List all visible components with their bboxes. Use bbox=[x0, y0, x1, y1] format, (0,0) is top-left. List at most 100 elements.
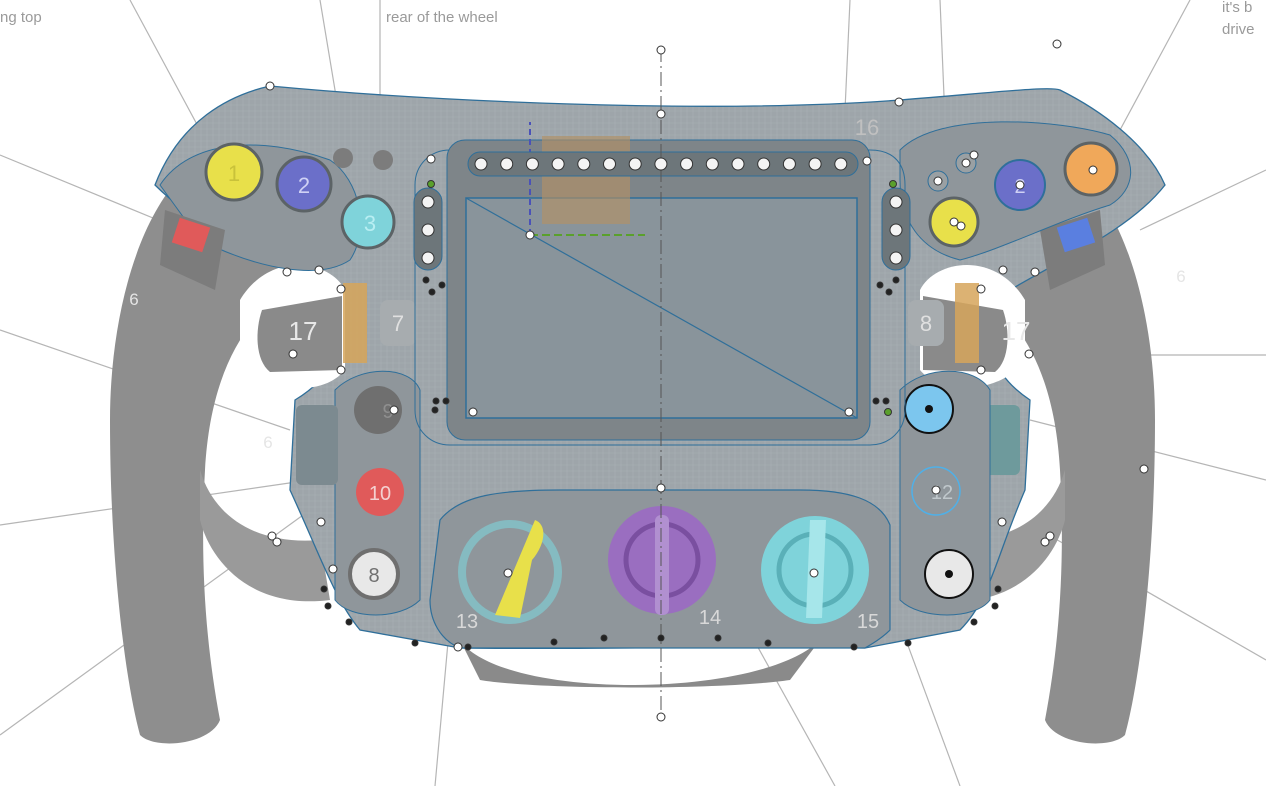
sketch-point[interactable] bbox=[267, 531, 277, 541]
constraint-point[interactable] bbox=[889, 180, 897, 188]
sketch-point[interactable] bbox=[389, 405, 399, 415]
left-led[interactable] bbox=[421, 223, 435, 237]
sketch-point[interactable] bbox=[998, 265, 1008, 275]
small-knob-left-1[interactable] bbox=[333, 148, 353, 168]
button-1[interactable] bbox=[204, 142, 264, 202]
sketch-anchor-point[interactable] bbox=[324, 602, 332, 610]
shift-light-led[interactable] bbox=[525, 157, 539, 171]
sketch-point[interactable] bbox=[503, 568, 513, 578]
shift-light-led[interactable] bbox=[834, 157, 848, 171]
sketch-point[interactable] bbox=[288, 349, 298, 359]
sketch-anchor-point[interactable] bbox=[882, 397, 890, 405]
shift-light-led[interactable] bbox=[757, 157, 771, 171]
button-8-top[interactable] bbox=[908, 300, 944, 346]
sketch-anchor-point[interactable] bbox=[438, 281, 446, 289]
sketch-anchor-point[interactable] bbox=[320, 585, 328, 593]
sketch-point[interactable] bbox=[272, 537, 282, 547]
sketch-point[interactable] bbox=[956, 221, 966, 231]
sketch-point[interactable] bbox=[656, 483, 666, 493]
shift-light-led[interactable] bbox=[680, 157, 694, 171]
shift-light-led[interactable] bbox=[808, 157, 822, 171]
sketch-anchor-point[interactable] bbox=[422, 276, 430, 284]
sketch-point[interactable] bbox=[1040, 537, 1050, 547]
sketch-anchor-point[interactable] bbox=[428, 288, 436, 296]
shift-light-led[interactable] bbox=[551, 157, 565, 171]
shift-light-led[interactable] bbox=[577, 157, 591, 171]
left-led[interactable] bbox=[421, 195, 435, 209]
sketch-point[interactable] bbox=[453, 642, 463, 652]
sketch-anchor-point[interactable] bbox=[885, 288, 893, 296]
sketch-point[interactable] bbox=[282, 267, 292, 277]
sketch-point[interactable] bbox=[316, 517, 326, 527]
sketch-anchor-point[interactable] bbox=[657, 634, 665, 642]
sketch-anchor-point[interactable] bbox=[994, 585, 1002, 593]
shift-light-led[interactable] bbox=[474, 157, 488, 171]
sketch-anchor-point[interactable] bbox=[442, 397, 450, 405]
shift-light-led[interactable] bbox=[731, 157, 745, 171]
button-10[interactable] bbox=[356, 468, 404, 516]
sketch-anchor-point[interactable] bbox=[411, 639, 419, 647]
sketch-point[interactable] bbox=[656, 712, 666, 722]
constraint-point[interactable] bbox=[427, 180, 435, 188]
sketch-point[interactable] bbox=[862, 156, 872, 166]
sketch-point[interactable] bbox=[809, 568, 819, 578]
sketch-point[interactable] bbox=[961, 158, 971, 168]
sketch-anchor-point[interactable] bbox=[850, 643, 858, 651]
right-small-switch[interactable] bbox=[955, 283, 979, 363]
sketch-anchor-point[interactable] bbox=[432, 397, 440, 405]
button-2-left[interactable] bbox=[275, 155, 333, 213]
sketch-anchor-point[interactable] bbox=[991, 602, 999, 610]
sketch-point[interactable] bbox=[969, 150, 979, 160]
sketch-point[interactable] bbox=[976, 365, 986, 375]
right-led[interactable] bbox=[889, 195, 903, 209]
sketch-anchor-point[interactable] bbox=[345, 618, 353, 626]
left-led[interactable] bbox=[421, 251, 435, 265]
left-small-switch[interactable] bbox=[343, 283, 367, 363]
sketch-anchor-point[interactable] bbox=[600, 634, 608, 642]
right-led[interactable] bbox=[889, 251, 903, 265]
sketch-point[interactable] bbox=[1024, 349, 1034, 359]
sketch-anchor-point[interactable] bbox=[550, 638, 558, 646]
shift-light-led[interactable] bbox=[500, 157, 514, 171]
shift-light-led[interactable] bbox=[628, 157, 642, 171]
sketch-point[interactable] bbox=[265, 81, 275, 91]
button-9[interactable] bbox=[354, 386, 402, 434]
sketch-anchor-point[interactable] bbox=[464, 643, 472, 651]
sketch-point[interactable] bbox=[933, 176, 943, 186]
shift-light-led[interactable] bbox=[654, 157, 668, 171]
sketch-anchor-point[interactable] bbox=[892, 276, 900, 284]
sketch-anchor-point[interactable] bbox=[714, 634, 722, 642]
rotary-dial-14[interactable] bbox=[608, 506, 716, 615]
sketch-point[interactable] bbox=[976, 284, 986, 294]
sketch-anchor-point[interactable] bbox=[764, 639, 772, 647]
shift-light-led[interactable] bbox=[603, 157, 616, 171]
right-led[interactable] bbox=[889, 223, 903, 237]
sketch-anchor-point[interactable] bbox=[970, 618, 978, 626]
sketch-anchor-point[interactable] bbox=[904, 639, 912, 647]
button-8-bottom[interactable] bbox=[348, 548, 400, 600]
button-7[interactable] bbox=[380, 300, 416, 346]
sketch-point[interactable] bbox=[525, 230, 535, 240]
sketch-point[interactable] bbox=[426, 154, 436, 164]
sketch-point[interactable] bbox=[1015, 180, 1025, 190]
right-blue-rocker[interactable] bbox=[1040, 210, 1105, 290]
button-3[interactable] bbox=[340, 194, 396, 250]
sketch-anchor-point[interactable] bbox=[431, 406, 439, 414]
left-red-rocker[interactable] bbox=[160, 210, 225, 290]
left-side-toggle[interactable] bbox=[296, 405, 338, 485]
sketch-point[interactable] bbox=[336, 365, 346, 375]
sketch-point[interactable] bbox=[468, 407, 478, 417]
sketch-point[interactable] bbox=[1045, 531, 1055, 541]
small-knob-left-2[interactable] bbox=[373, 150, 393, 170]
sketch-point[interactable] bbox=[997, 517, 1007, 527]
sketch-point[interactable] bbox=[1088, 165, 1098, 175]
sketch-point[interactable] bbox=[656, 109, 666, 119]
sketch-point[interactable] bbox=[336, 284, 346, 294]
sketch-point[interactable] bbox=[931, 485, 941, 495]
sketch-point[interactable] bbox=[314, 265, 324, 275]
sketch-point[interactable] bbox=[1030, 267, 1040, 277]
shift-light-led[interactable] bbox=[705, 157, 719, 171]
sketch-point[interactable] bbox=[1139, 464, 1149, 474]
sketch-point[interactable] bbox=[328, 564, 338, 574]
